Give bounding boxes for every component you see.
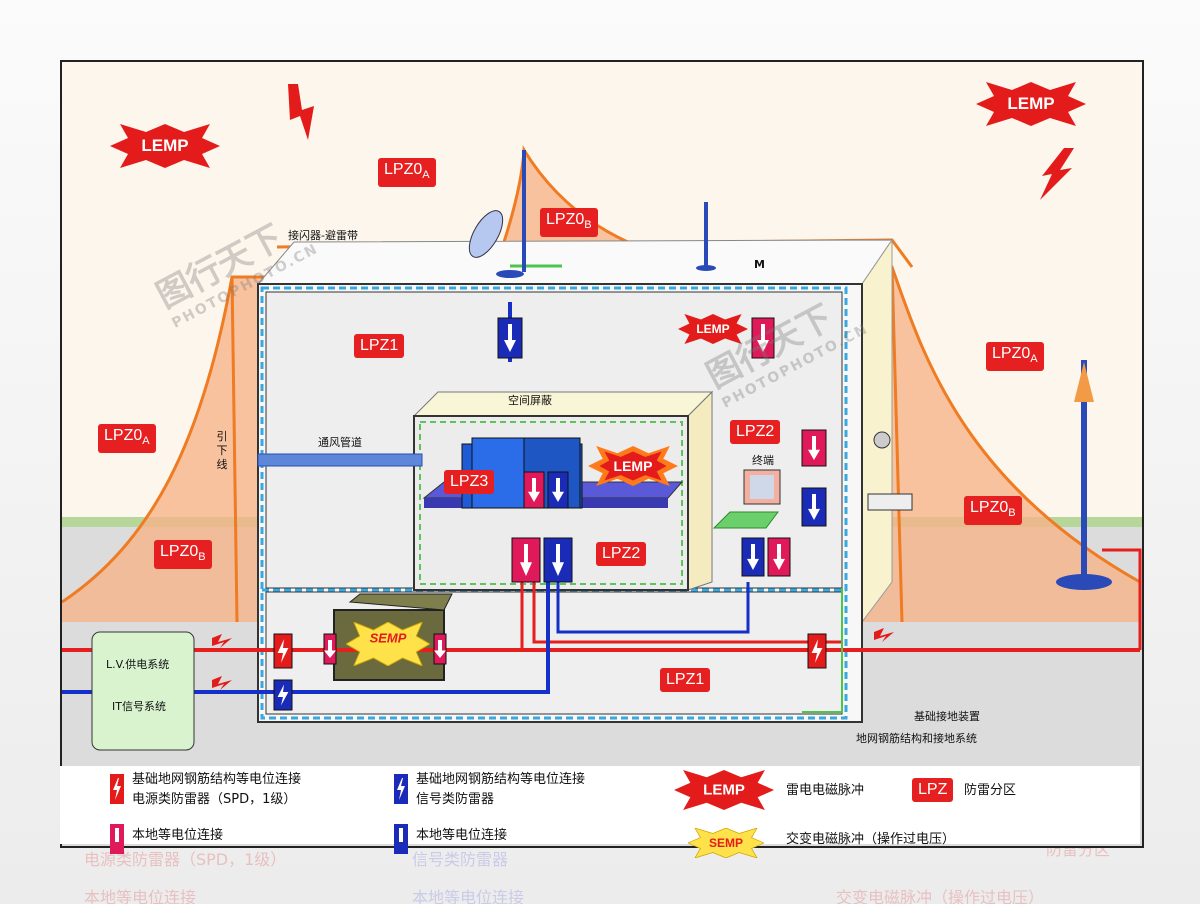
burst-icon <box>110 124 220 168</box>
shield-room-side <box>687 390 713 591</box>
power-spd-box <box>801 429 827 467</box>
earth-grid-label: 地网钢筋结构和接地系统 <box>856 732 977 745</box>
shield-room-top <box>412 391 714 417</box>
vent-pipe-label: 通风管道 <box>318 436 362 449</box>
ghost-text: 电源类防雷器（SPD，1级） <box>84 850 287 869</box>
lightning-protection-diagram: LPZ0A LPZ0B LPZ0A LPZ0B LPZ0A LPZ0B LPZ1… <box>60 60 1144 848</box>
ghost-text: 本地等电位连接 <box>84 888 197 904</box>
legend-semp-badge: SEMP <box>687 827 765 859</box>
zone-tag-lpz0b: LPZ0B <box>154 540 212 570</box>
utility-box <box>91 631 195 751</box>
motor-icon: M <box>754 258 765 271</box>
vent-pipe <box>257 453 423 467</box>
building-roof <box>256 239 893 285</box>
space-shield-label: 空间屏蔽 <box>508 394 552 407</box>
power-spd-box <box>807 633 827 669</box>
legend-semp-desc: 交变电磁脉冲（操作过电压） <box>786 832 956 847</box>
power-spd-box <box>433 633 447 665</box>
signal-line <box>62 582 550 694</box>
lemp-badge: LEMP <box>976 82 1086 126</box>
local-bond-red-icon <box>110 824 124 854</box>
legend-power-spd-line1: 基础地网钢筋结构等电位连接 <box>132 772 302 787</box>
down-conductor-label: 引下线 <box>216 430 228 471</box>
lemp-badge: LEMP <box>110 124 220 168</box>
zone-tag-lpz0b: LPZ0B <box>964 496 1022 526</box>
camera-icon <box>873 431 891 449</box>
power-spd-box <box>751 317 775 359</box>
lightning-bolt-icon <box>1040 148 1074 200</box>
signal-spd-box <box>497 317 523 359</box>
legend-lpz-desc: 防雷分区 <box>964 783 1017 798</box>
lv-supply-label: L.V.供电系统 <box>106 658 170 671</box>
signal-spd-box <box>741 537 765 577</box>
foundation-earth-label: 基础接地装置 <box>914 710 980 723</box>
legend-lpz-tag: LPZ <box>912 778 954 802</box>
lpz2-shield <box>419 421 683 585</box>
air-terminal-label: 接闪器-避雷带 <box>288 229 358 242</box>
power-spd-box <box>767 537 791 577</box>
building-side <box>861 238 893 624</box>
it-signal-label: IT信号系统 <box>112 700 166 713</box>
local-bond-blue-icon <box>394 824 408 854</box>
semp-badge: SEMP <box>345 621 431 667</box>
lpz1-shield <box>260 286 848 720</box>
signal-spd-icon <box>394 774 408 804</box>
zone-tag-lpz0a: LPZ0A <box>98 424 156 454</box>
ghost-text: 本地等电位连接 <box>412 888 525 904</box>
terminal-label: 终端 <box>752 454 774 467</box>
signal-spd-box <box>801 487 827 527</box>
legend-local-bond-blue: 本地等电位连接 <box>416 828 508 843</box>
ghost-text: 信号类防雷器 <box>412 850 509 869</box>
down-conductor-left <box>230 276 239 623</box>
zone-tag-lpz0a: LPZ0A <box>378 158 436 188</box>
ghost-text: 交变电磁脉冲（操作过电压） <box>836 888 1045 904</box>
legend-power-spd-line2: 电源类防雷器（SPD，1级） <box>132 792 297 807</box>
spd-layer <box>273 317 827 711</box>
burst-icon <box>678 314 748 344</box>
legend: 基础地网钢筋结构等电位连接 电源类防雷器（SPD，1级） 基础地网钢筋结构等电位… <box>60 766 1140 859</box>
signal-spd-box <box>543 537 573 583</box>
bonding-line <box>802 588 843 713</box>
zone-tag-lpz2: LPZ2 <box>730 420 781 444</box>
lpz0-boundary <box>62 145 1141 604</box>
power-spd-box <box>273 633 293 669</box>
lemp-badge: LEMP <box>678 314 748 344</box>
zone-tag-lpz2: LPZ2 <box>596 542 647 566</box>
legend-signal-spd-line1: 基础地网钢筋结构等电位连接 <box>416 772 586 787</box>
lemp-badge: LEMP <box>588 446 678 486</box>
signal-spd-box <box>547 471 569 509</box>
burst-icon <box>674 770 774 810</box>
legend-local-bond-red: 本地等电位连接 <box>132 828 224 843</box>
legend-signal-spd-line2: 信号类防雷器 <box>416 792 495 807</box>
terminal-desk <box>712 511 779 529</box>
zone-tag-lpz0a: LPZ0A <box>986 342 1044 372</box>
zone-tag-lpz1: LPZ1 <box>660 668 711 692</box>
signal-spd-box <box>273 679 293 711</box>
projector <box>867 493 913 511</box>
zone-tag-lpz3: LPZ3 <box>444 470 495 494</box>
satellite-dish <box>468 210 504 258</box>
burst-icon <box>588 446 678 486</box>
down-conductor-right <box>890 266 904 623</box>
legend-lemp-badge: LEMP <box>674 770 774 810</box>
legend-lemp-desc: 雷电电磁脉冲 <box>786 783 865 798</box>
lightning-bolt-icon <box>288 84 314 140</box>
power-spd-box <box>523 471 545 509</box>
power-spd-icon <box>110 774 124 804</box>
power-spd-box <box>511 537 541 583</box>
zone-tag-lpz1: LPZ1 <box>354 334 405 358</box>
zone-tag-lpz0b: LPZ0B <box>540 208 598 238</box>
burst-icon <box>976 82 1086 126</box>
power-spd-box <box>323 633 337 665</box>
